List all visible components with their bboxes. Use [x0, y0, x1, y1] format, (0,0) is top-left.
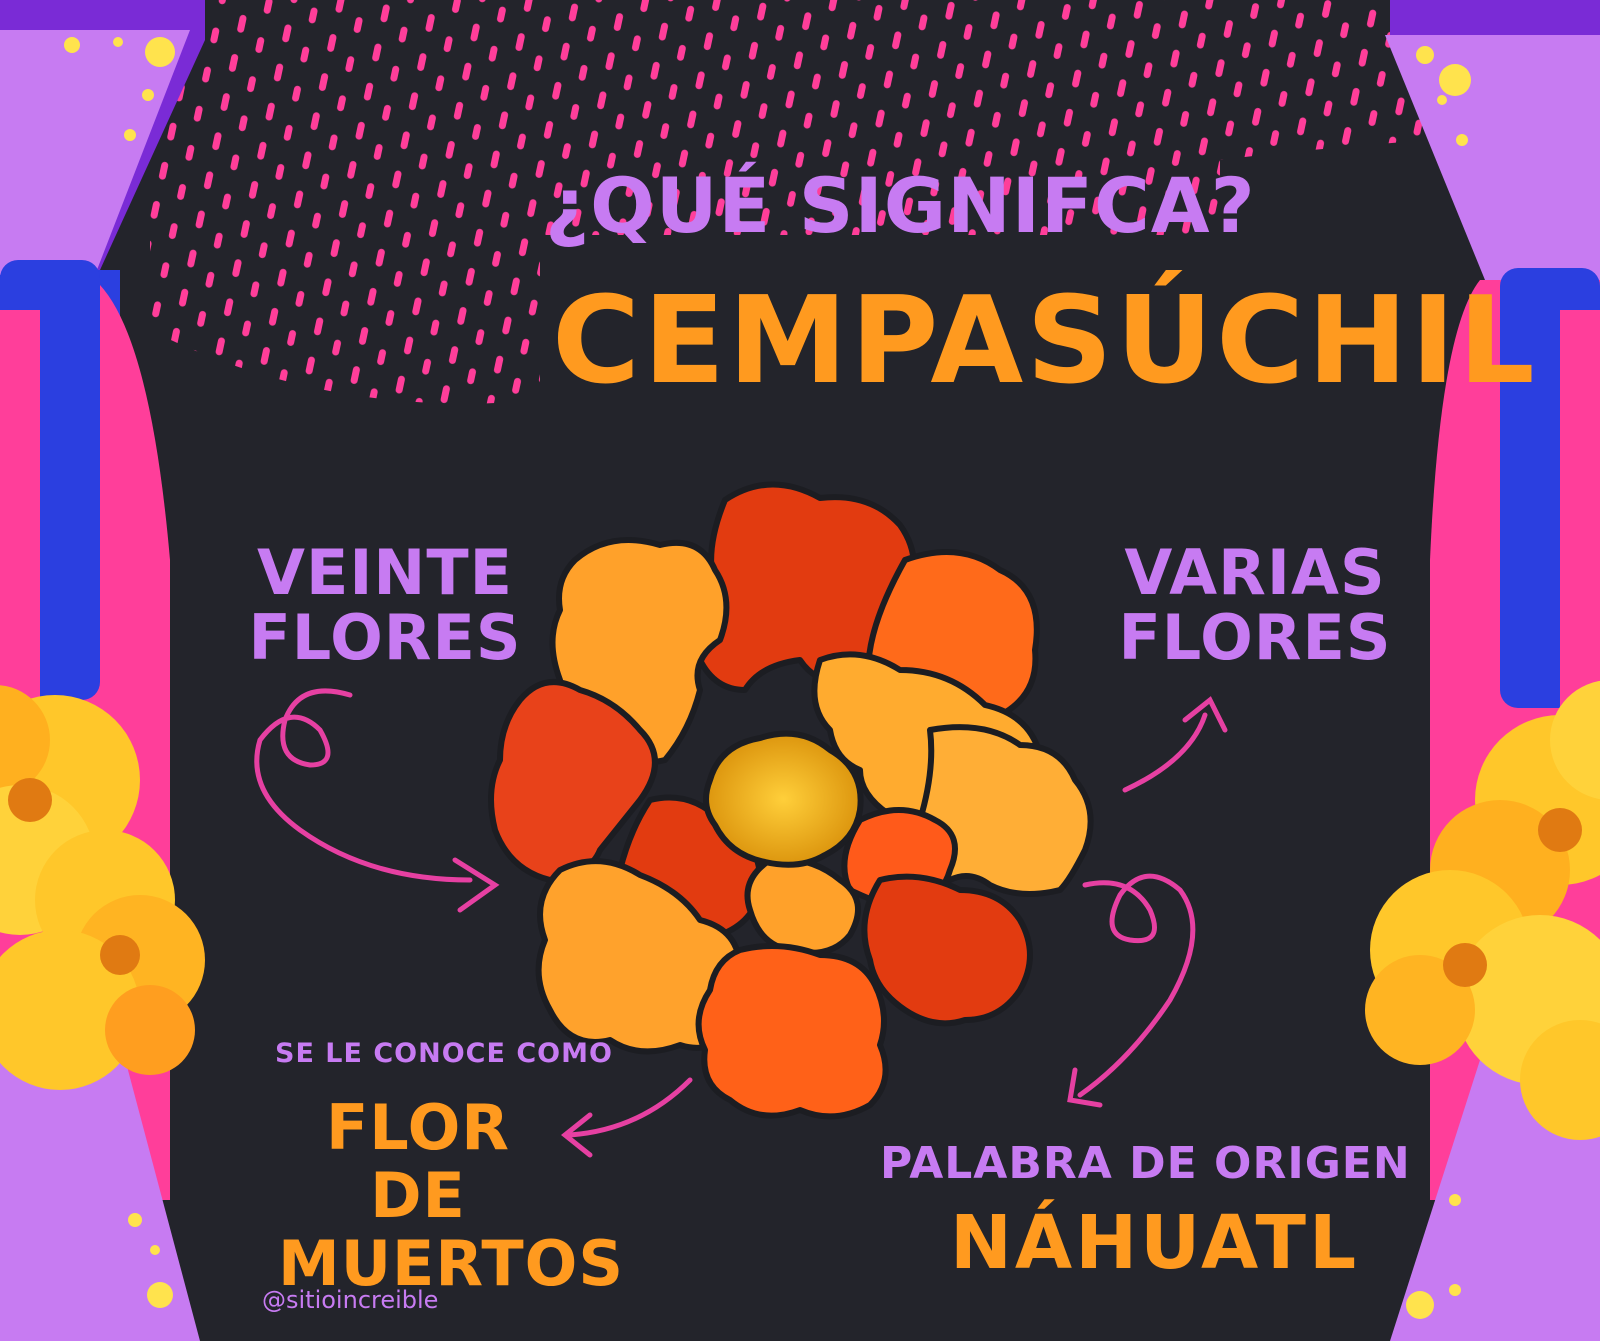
social-handle[interactable]: @sitioincreible: [262, 1286, 439, 1314]
meaning-left: VEINTE FLORES: [248, 536, 522, 675]
origin-prefix: PALABRA DE ORIGEN: [880, 1138, 1411, 1189]
curly-arrow-icon: [1067, 873, 1196, 1108]
marigold-flower-icon: [0, 685, 205, 1090]
page-title: CEMPASÚCHIL: [552, 272, 1538, 411]
marigold-flower-icon: [488, 481, 1094, 1120]
curly-arrow-icon: [1122, 696, 1228, 793]
known-as-prefix: SE LE CONOCE COMO: [275, 1038, 613, 1069]
marigold-flower-icon: [1365, 680, 1600, 1140]
meaning-right: VARIAS FLORES: [1118, 536, 1392, 675]
curly-arrow-icon: [560, 1077, 693, 1158]
title-question: ¿QUÉ SIGNIFCA?: [545, 161, 1256, 250]
known-as-name: FLOR DE MUERTOS: [278, 1091, 625, 1301]
curly-arrow-icon: [254, 688, 500, 913]
origin-language: NÁHUATL: [950, 1200, 1360, 1286]
pink-dash-pattern: [150, 0, 1430, 404]
